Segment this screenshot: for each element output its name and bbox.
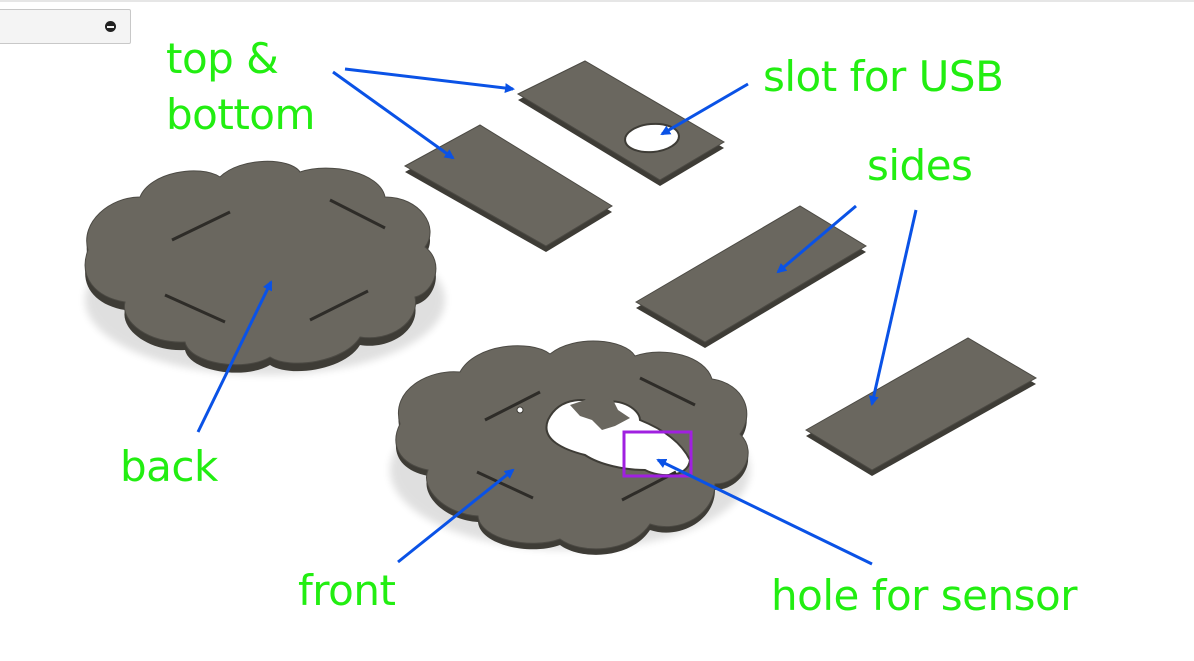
label-hole-sensor: hole for sensor [771, 571, 1077, 620]
bottom-plate [403, 124, 613, 252]
arrow-top-plate [344, 67, 515, 94]
arrow-side-1 [776, 204, 857, 274]
arrow-back [196, 280, 273, 433]
label-sides: sides [867, 141, 973, 190]
sensor-highlight-box [622, 430, 693, 478]
label-top-bottom-1: top & [166, 34, 279, 83]
top-border [0, 0, 1194, 2]
label-top-bottom-2: bottom [166, 90, 315, 139]
browser-panel[interactable] [0, 9, 131, 44]
arrow-side-2 [868, 209, 918, 406]
side-plate-2 [805, 337, 1038, 476]
arrow-usb-slot [660, 82, 749, 136]
minus-circle-icon[interactable] [105, 21, 116, 32]
arrow-bottom-plate [332, 70, 455, 160]
arrow-sensor-hole [656, 458, 873, 566]
annotation-arrows [196, 67, 918, 566]
arrow-front [397, 468, 515, 564]
label-slot-usb: slot for USB [763, 52, 1004, 101]
label-back: back [120, 442, 218, 491]
front-plate [390, 340, 750, 555]
back-plate [84, 160, 445, 375]
label-front: front [298, 566, 396, 615]
